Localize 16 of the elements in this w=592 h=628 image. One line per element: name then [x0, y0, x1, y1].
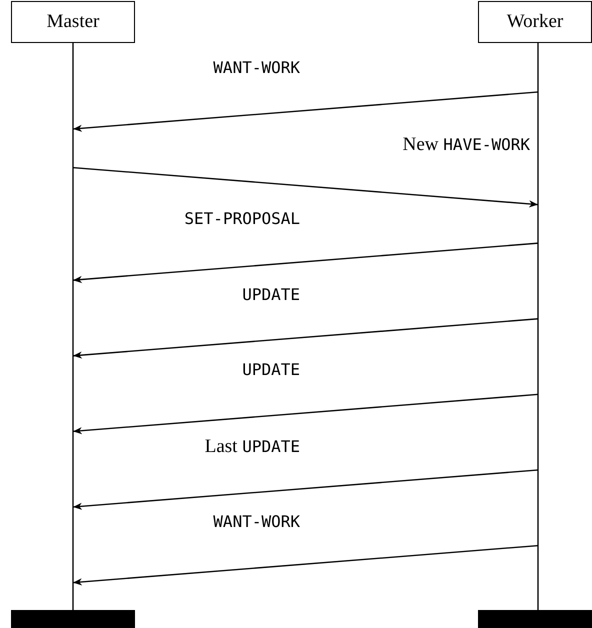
message-arrow	[72, 469, 538, 510]
message-arrow	[72, 166, 538, 208]
message-label: Last UPDATE	[204, 436, 300, 458]
message-label: New HAVE-WORK	[402, 134, 530, 156]
message-label: UPDATE	[242, 360, 300, 380]
message-label: WANT-WORK	[213, 512, 300, 532]
message-label: SET-PROPOSAL	[184, 209, 300, 230]
message-arrow	[72, 242, 538, 284]
message-label: UPDATE	[242, 284, 300, 305]
message-arrow	[72, 544, 538, 586]
message-arrow	[72, 394, 538, 434]
participant-box: Master	[11, 1, 135, 43]
participant-box: Worker	[478, 1, 592, 43]
message-label: WANT-WORK	[213, 58, 300, 78]
message-arrow	[72, 91, 538, 132]
message-arrow	[72, 318, 538, 359]
